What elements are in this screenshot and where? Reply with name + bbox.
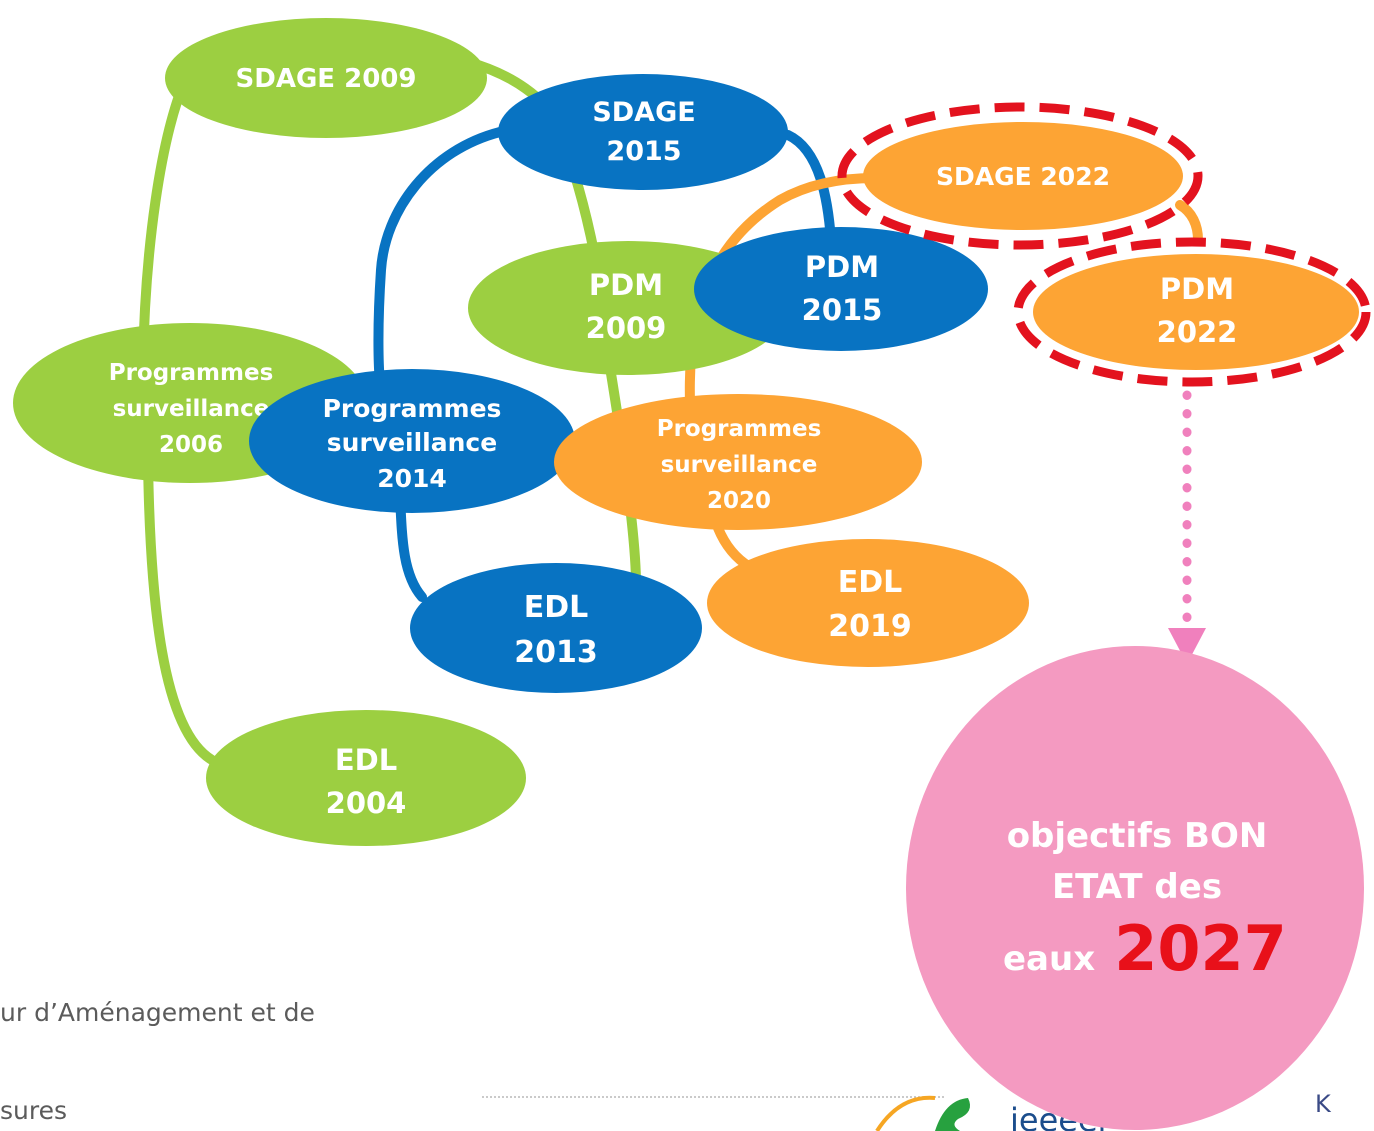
node-programmes-surveillance-2020: Programmes surveillance 2020	[554, 394, 922, 530]
connector-sdage2015-prog2014	[373, 127, 505, 400]
node-programmes-surveillance-2014-shape	[249, 369, 575, 513]
node-sdage-2009-shape	[165, 18, 487, 138]
node-edl-2019: EDL 2019	[707, 539, 1029, 667]
node-edl-2019-line-1: EDL	[838, 565, 903, 600]
node-pdm-2015-line-2: 2015	[802, 293, 883, 327]
node-edl-2019-shape	[707, 539, 1029, 667]
goal-circle-shape	[906, 646, 1364, 1130]
node-edl-2004-shape	[206, 710, 526, 846]
node-pdm-2015: PDM 2015	[694, 227, 988, 351]
background-text-line-1: ur d’Aménagement et de	[0, 998, 315, 1027]
highlight-dashed-ring-sdage-2022	[837, 102, 1203, 250]
node-pdm-2022: PDM 2022	[1013, 237, 1371, 387]
node-sdage-2015: SDAGE 2015	[498, 74, 788, 190]
goal-year: 2027	[1114, 912, 1287, 985]
node-programmes-surveillance-2006-line-3: 2006	[159, 432, 223, 458]
node-edl-2019-line-2: 2019	[828, 609, 912, 644]
node-pdm-2022-line-1: PDM	[1160, 272, 1234, 306]
node-edl-2013-shape	[410, 563, 702, 693]
node-programmes-surveillance-2014-line-2: surveillance	[327, 428, 497, 457]
connector-sdage2022-pdm2022	[1175, 200, 1203, 245]
node-edl-2004-line-1: EDL	[335, 743, 397, 777]
node-programmes-surveillance-2006-line-1: Programmes	[109, 360, 274, 386]
node-programmes-surveillance-2020-line-2: surveillance	[661, 452, 818, 478]
node-sdage-2022-label: SDAGE 2022	[936, 162, 1110, 191]
node-sdage-2022-shape	[863, 122, 1183, 230]
node-programmes-surveillance-2014: Programmes surveillance 2014	[249, 369, 575, 513]
node-sdage-2015-line-1: SDAGE	[592, 97, 695, 128]
node-pdm-2015-shape	[694, 227, 988, 351]
goal-text-line-2: ETAT des	[1052, 867, 1222, 907]
node-sdage-2009: SDAGE 2009	[165, 18, 487, 138]
node-programmes-surveillance-2020-shape	[554, 394, 922, 530]
goal-arrow	[1168, 390, 1206, 664]
node-sdage-2022: SDAGE 2022	[837, 102, 1203, 250]
connector-sdage2009-prog2006	[138, 75, 190, 370]
goal-circle: objectifs BON ETAT des eaux 2027	[906, 646, 1364, 1130]
node-sdage-2015-shape	[498, 74, 788, 190]
goal-text-line-3: eaux 2027	[1003, 912, 1287, 985]
background-text-line-2: sures	[0, 1096, 68, 1125]
node-sdage-2015-line-2: 2015	[606, 136, 681, 167]
node-pdm-2009-line-2: 2009	[586, 311, 667, 345]
node-edl-2013-line-1: EDL	[524, 590, 589, 625]
corner-logo-mark: K	[1315, 1090, 1332, 1118]
node-edl-2013-line-2: 2013	[514, 635, 598, 670]
node-pdm-2022-line-2: 2022	[1157, 315, 1238, 349]
node-programmes-surveillance-2006-line-2: surveillance	[113, 396, 270, 422]
node-pdm-2009-line-1: PDM	[589, 268, 663, 302]
node-edl-2013: EDL 2013	[410, 563, 702, 693]
node-programmes-surveillance-2014-line-3: 2014	[377, 464, 447, 493]
connectors	[138, 57, 1203, 765]
connector-sdage2015-pdm2015	[783, 130, 836, 245]
connector-prog2020-edl2019	[713, 523, 755, 572]
node-pdm-2015-line-1: PDM	[805, 250, 879, 284]
node-programmes-surveillance-2014-line-1: Programmes	[323, 394, 502, 423]
connector-prog2006-edl2004	[143, 455, 217, 765]
node-pdm-2022-shape	[1033, 254, 1359, 370]
highlight-dashed-ring-pdm-2022	[1013, 237, 1371, 387]
goal-text-line-1: objectifs BON	[1007, 816, 1268, 856]
goal-arrow-head	[1168, 628, 1206, 664]
goal-text-eaux: eaux	[1003, 939, 1095, 979]
node-edl-2004: EDL 2004	[206, 710, 526, 846]
node-sdage-2009-label: SDAGE 2009	[236, 64, 417, 94]
node-edl-2004-line-2: 2004	[326, 786, 407, 820]
node-programmes-surveillance-2020-line-1: Programmes	[657, 416, 822, 442]
node-programmes-surveillance-2020-line-3: 2020	[707, 488, 771, 514]
